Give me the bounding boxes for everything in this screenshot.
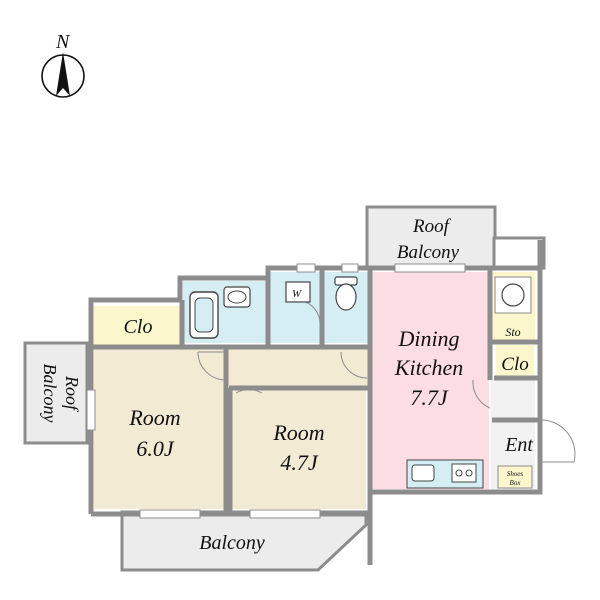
sink-icon [411, 464, 435, 482]
side-outdoor-area [492, 236, 546, 270]
roof-balcony-left [23, 341, 89, 445]
north-label: N [55, 31, 71, 53]
roof-balcony-left-line2: Balcony [40, 364, 60, 423]
washer-label: W [292, 288, 302, 300]
room-6j-floor [94, 349, 225, 509]
compass: N [41, 31, 85, 98]
washing-machine-icon: W [285, 281, 311, 303]
entrance-label: Ent [504, 434, 533, 456]
dining-kitchen-line1: Dining [397, 326, 459, 351]
shoes-box-line2: Box [510, 479, 522, 487]
shoes-box-floor [497, 465, 533, 489]
room-47j-size: 4.7J [280, 450, 319, 475]
storage-label: Sto [505, 325, 520, 339]
balcony-bottom-label: Balcony [199, 532, 265, 554]
dining-kitchen-size: 7.7J [410, 385, 449, 410]
toilet-icon [334, 276, 358, 311]
sink-stove-counter [406, 459, 484, 489]
dining-kitchen-line2: Kitchen [394, 355, 463, 380]
dining-kitchen-floor [371, 272, 489, 489]
roof-balcony-left-label: Roof Balcony [40, 364, 82, 423]
door-swings [197, 299, 576, 463]
room-6j-size: 6.0J [136, 436, 175, 461]
bathtub-icon [189, 291, 219, 339]
washer-drum-icon [494, 276, 532, 314]
roof-balcony-left-line1: Roof [62, 375, 82, 413]
windows [86, 263, 466, 519]
stove-icon [451, 463, 477, 483]
roof-balcony-top-line2: Balcony [397, 242, 460, 263]
washbasin-icon [223, 286, 251, 308]
room-6j-name: Room [128, 405, 180, 430]
closet-small-label: Clo [501, 354, 528, 375]
room-47j-floor [232, 390, 366, 509]
north-arrow-icon [41, 52, 85, 98]
hallway-floor [225, 348, 369, 386]
closet-small-floor [496, 345, 534, 377]
closet-main-label: Clo [124, 316, 153, 338]
room-47j-name: Room [272, 420, 324, 445]
roof-balcony-top-line1: Roof [412, 216, 452, 237]
shoes-box-line1: Shoes [507, 470, 524, 478]
closet-main-floor [94, 306, 182, 347]
